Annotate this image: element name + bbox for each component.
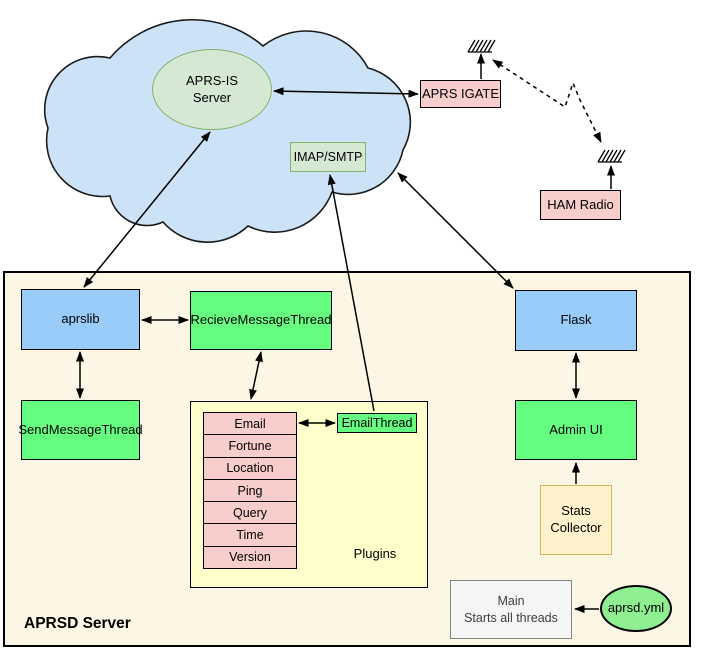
plugin-fortune: Fortune — [203, 434, 297, 458]
aprsd-yml-label: aprsd.yml — [607, 600, 665, 616]
aprs-is-label-line1: APRS-IS — [185, 72, 238, 88]
imap-smtp-box: IMAP/SMTP — [290, 142, 366, 172]
plugin-email: Email — [203, 412, 297, 436]
email-thread-label: EmailThread — [341, 415, 413, 430]
plugin-query: Query — [203, 501, 297, 525]
flask-box: Flask — [515, 290, 637, 351]
recieve-message-thread-box: RecieveMessageThread — [190, 291, 332, 350]
aprs-is-label-line2: Server — [192, 89, 232, 105]
arrow-aprsis-aprslib — [83, 131, 211, 288]
send-message-thread-box: SendMessageThread — [18, 400, 143, 460]
recieve-message-thread-label: RecieveMessageThread — [190, 312, 332, 328]
main-box: Main Starts all threads — [450, 580, 572, 639]
plugin-list: Email Fortune Location Ping Query Time V… — [203, 412, 297, 570]
imap-smtp-label: IMAP/SMTP — [293, 149, 363, 164]
antenna-icon-hamradio — [597, 149, 626, 163]
stats-collector-box: Stats Collector — [540, 485, 612, 555]
stats-collector-line2: Collector — [550, 520, 602, 535]
plugin-location: Location — [203, 456, 297, 480]
send-message-thread-label: SendMessageThread — [18, 421, 143, 437]
admin-ui-label: Admin UI — [549, 421, 603, 437]
aprs-igate-label: APRS IGATE — [421, 85, 500, 101]
antenna-icon-igate — [467, 39, 496, 53]
aprsd-server-title: APRSD Server — [24, 615, 131, 632]
aprs-is-server-ellipse: APRS-IS Server — [152, 49, 272, 130]
plugin-version: Version — [203, 545, 297, 570]
ham-radio-box: HAM Radio — [540, 190, 621, 220]
aprslib-label: aprslib — [61, 311, 100, 327]
email-thread-box: EmailThread — [337, 413, 417, 433]
arrow-radio-link — [492, 59, 602, 143]
main-line2: Starts all threads — [464, 610, 558, 625]
plugin-time: Time — [203, 523, 297, 547]
flask-label: Flask — [560, 312, 592, 328]
aprslib-box: aprslib — [21, 289, 140, 350]
aprs-igate-box: APRS IGATE — [420, 80, 501, 108]
admin-ui-box: Admin UI — [515, 400, 637, 460]
ham-radio-label: HAM Radio — [547, 196, 614, 212]
aprsd-yml-ellipse: aprsd.yml — [600, 585, 672, 632]
arrow-aprsis-igate — [273, 87, 419, 98]
stats-collector-line1: Stats — [561, 503, 591, 519]
main-line1: Main — [497, 594, 525, 609]
plugin-ping: Ping — [203, 478, 297, 503]
plugins-label: Plugins — [353, 546, 397, 561]
